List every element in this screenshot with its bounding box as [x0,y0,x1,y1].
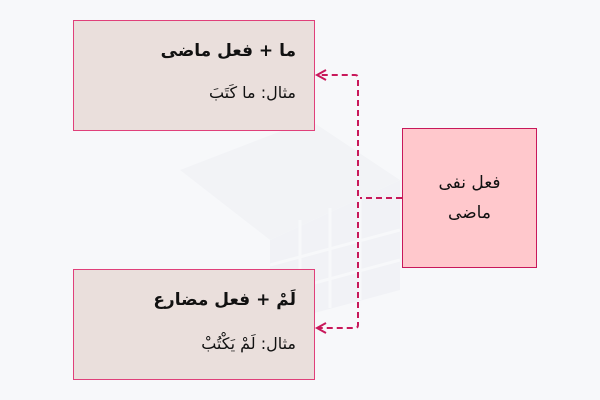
arrow-head-top-icon [314,69,327,81]
branch-example: مثال: لَمْ يَكْتُبْ [201,334,296,353]
branch-title: لَمْ + فعل مضارع [153,290,296,310]
branch-node-lam-present: لَمْ + فعل مضارع مثال: لَمْ يَكْتُبْ [73,269,315,380]
branch-node-ma-past: ما + فعل ماضی مثال: ما كَتَبَ [73,20,315,131]
arrow-head-bottom-icon [314,322,327,334]
branch-example: مثال: ما كَتَبَ [208,83,296,102]
main-node-past-negation: فعل نفی ماضی [402,128,537,268]
main-node-label: فعل نفی ماضی [438,173,501,223]
branch-title: ما + فعل ماضی [160,41,296,61]
